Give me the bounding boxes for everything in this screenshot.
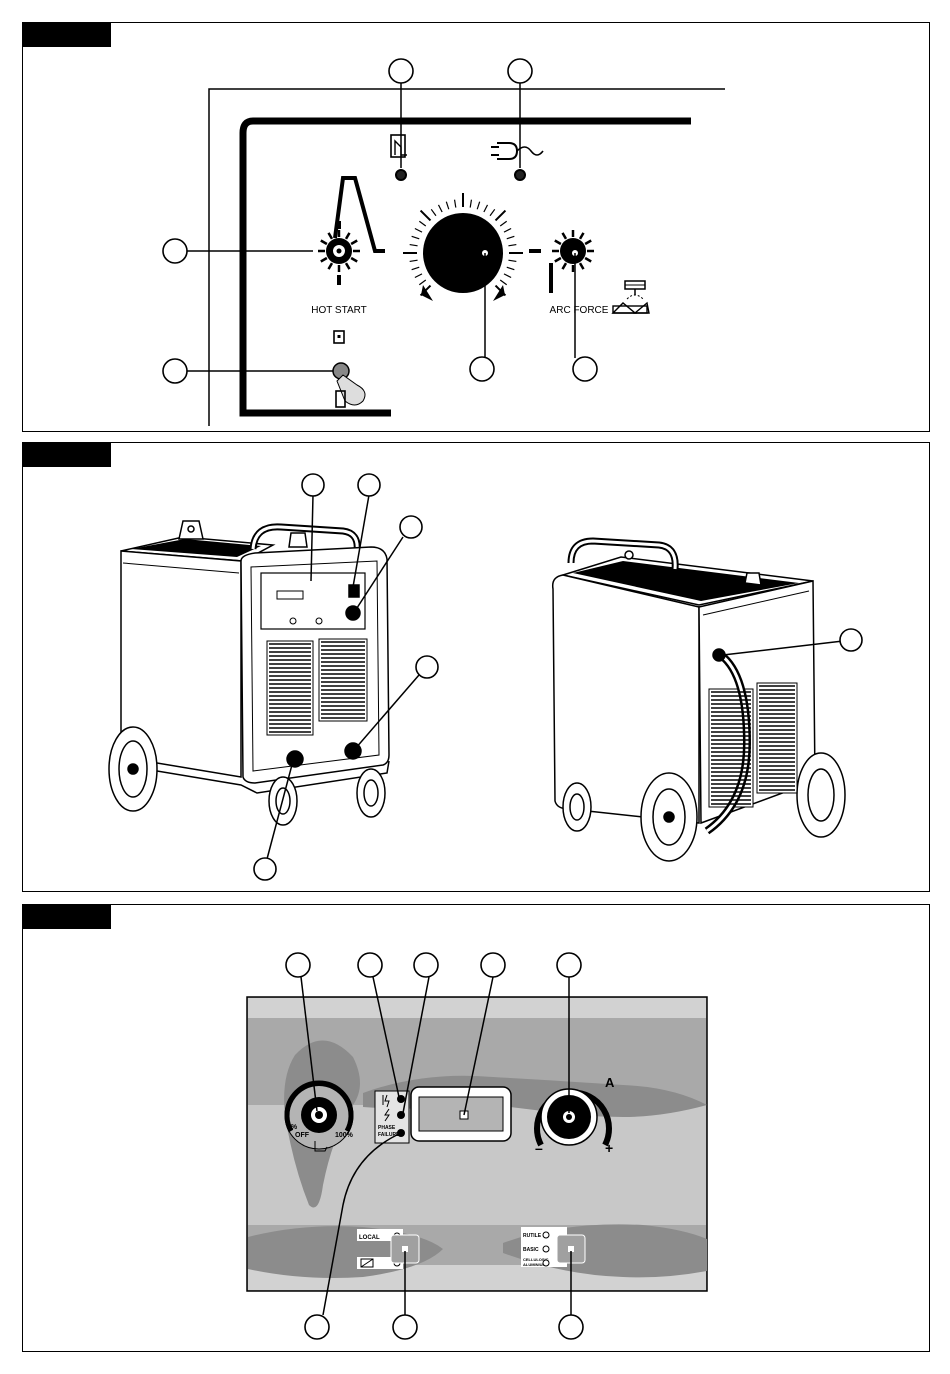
tick-mark: [555, 258, 561, 262]
tick-mark: [508, 245, 516, 246]
tick-mark: [563, 263, 567, 269]
tick-mark: [410, 245, 418, 246]
tick-mark: [563, 233, 567, 239]
label-100-percent: 100%: [335, 1132, 354, 1139]
callout-circle: [557, 953, 581, 977]
hot-start-label: HOT START: [311, 305, 367, 316]
figure-2-panel: [22, 442, 930, 892]
callout-circle: [573, 357, 597, 381]
tick-mark: [504, 228, 511, 232]
label-1-percent: 1%: [287, 1124, 298, 1131]
basic-led: [543, 1246, 549, 1252]
label-off: OFF: [295, 1132, 310, 1139]
tick-mark: [351, 258, 357, 262]
thermal-overload-icon: [391, 135, 407, 157]
tick-mark: [585, 241, 591, 245]
tick-mark: [415, 228, 422, 232]
minus-label: –: [535, 1140, 543, 1156]
welding-current-knob[interactable]: [423, 213, 503, 293]
figure-2-drawing: [23, 443, 931, 893]
tick-mark: [419, 280, 425, 285]
tick-mark: [555, 241, 561, 245]
arc-force-label: ARC FORCE: [550, 305, 609, 316]
callout-circle: [414, 953, 438, 977]
basic-label: BASIC: [523, 1247, 539, 1253]
tick-mark: [484, 205, 488, 212]
callout-circle: [416, 656, 438, 678]
tick-mark: [496, 211, 506, 221]
rutile-label: RUTILE: [523, 1233, 542, 1239]
tick-mark: [490, 209, 495, 215]
tick-mark: [419, 221, 425, 226]
tick-mark: [477, 202, 479, 210]
cellulosic-led: [543, 1260, 549, 1266]
plus-label: +: [605, 1140, 613, 1156]
electrode-welding-icon: [613, 281, 649, 313]
callout-circle: [481, 953, 505, 977]
figure-3-drawing: 1% OFF 100% PHASE FAILURE A –: [23, 905, 931, 1353]
tick-mark: [415, 274, 422, 278]
tick-mark: [504, 274, 511, 278]
tick-mark: [580, 263, 584, 269]
figure-3-panel: 1% OFF 100% PHASE FAILURE A –: [22, 904, 930, 1352]
callout-circle: [254, 858, 276, 880]
phase-label: PHASE: [378, 1125, 396, 1131]
tick-mark: [470, 200, 471, 208]
tick-mark: [446, 202, 448, 210]
local-label: LOCAL: [359, 1235, 380, 1241]
tick-mark: [508, 260, 516, 261]
tick-mark: [438, 205, 442, 212]
callout-circle: [400, 516, 422, 538]
callout-circle: [305, 1315, 329, 1339]
tick-mark: [346, 263, 350, 269]
callout-circle: [358, 953, 382, 977]
amps-label: A: [605, 1075, 615, 1090]
callout-circle: [508, 59, 532, 83]
arc-force-knob[interactable]: [552, 230, 594, 272]
callout-circle: [559, 1315, 583, 1339]
figure-1-drawing: HOT START ARC FORCE: [23, 23, 931, 433]
tick-mark: [329, 233, 333, 239]
rutile-led: [543, 1232, 549, 1238]
welder-rear-view: [553, 541, 845, 861]
tick-mark: [585, 258, 591, 262]
tick-mark: [321, 241, 327, 245]
tick-mark: [507, 236, 515, 238]
mains-plug-icon: [491, 143, 543, 159]
tick-mark: [412, 267, 420, 269]
callout-circle: [286, 953, 310, 977]
callout-circle: [393, 1315, 417, 1339]
main-power-switch[interactable]: [333, 363, 365, 405]
power-led: [515, 170, 525, 180]
callout-circle: [163, 359, 187, 383]
tick-mark: [500, 221, 506, 226]
callout-circle: [389, 59, 413, 83]
figure-1-panel: HOT START ARC FORCE: [22, 22, 930, 432]
tick-mark: [431, 209, 436, 215]
callout-circle: [302, 474, 324, 496]
callout-circle: [470, 357, 494, 381]
tick-mark: [410, 260, 418, 261]
tick-mark: [455, 200, 456, 208]
callout-circle: [840, 629, 862, 651]
tick-mark: [580, 233, 584, 239]
tick-mark: [321, 258, 327, 262]
tick-mark: [507, 267, 515, 269]
tick-mark: [351, 241, 357, 245]
welder-front-view: [109, 521, 389, 825]
tick-mark: [500, 280, 506, 285]
tick-mark: [346, 233, 350, 239]
tick-mark: [329, 263, 333, 269]
thermal-led: [396, 170, 406, 180]
callout-circle: [163, 239, 187, 263]
tick-mark: [421, 211, 431, 221]
callout-circle: [358, 474, 380, 496]
tick-mark: [412, 236, 420, 238]
hot-start-knob[interactable]: [318, 230, 360, 272]
